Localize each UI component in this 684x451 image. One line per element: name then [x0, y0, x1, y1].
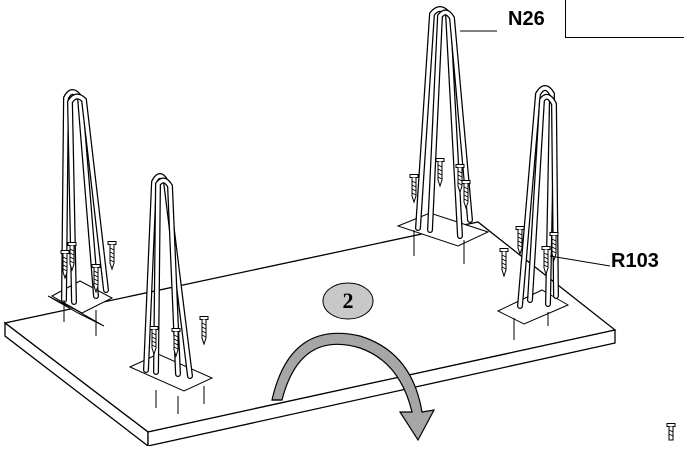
screw-icon	[666, 423, 676, 441]
hairpin-leg	[396, 6, 497, 264]
step-number: 2	[342, 288, 354, 313]
hairpin-leg	[128, 173, 214, 414]
hairpin-leg	[496, 85, 611, 340]
leg-part-label: N26	[508, 8, 545, 30]
step-circle	[322, 282, 374, 320]
screw-part-label: R103	[611, 250, 659, 272]
info-box	[565, 0, 684, 38]
hairpin-leg	[47, 89, 117, 336]
flip-arrow	[271, 332, 436, 442]
